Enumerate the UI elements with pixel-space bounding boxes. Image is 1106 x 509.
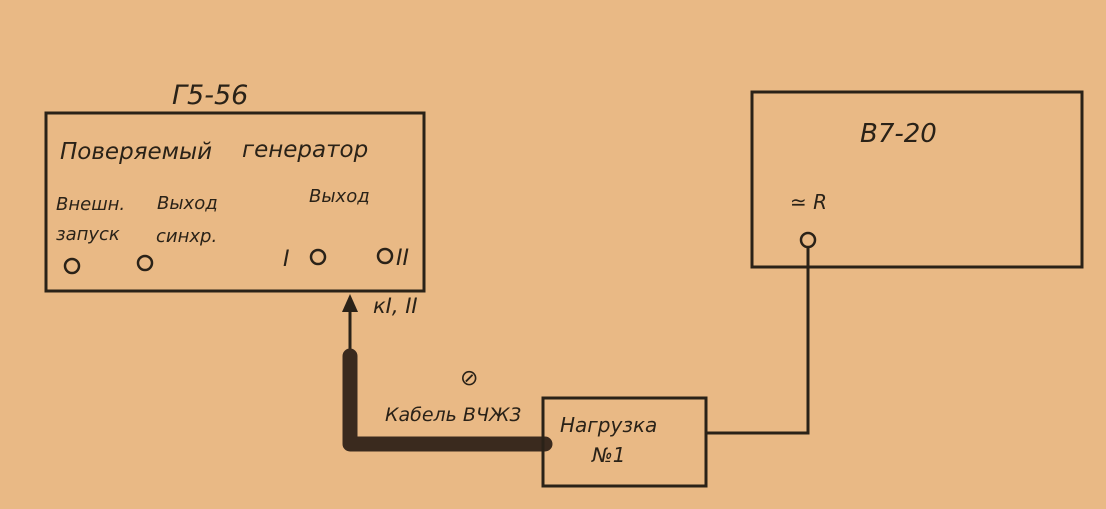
load-box [541,396,708,488]
load-label-line1: Нагрузка [560,413,657,437]
ext-trigger-label-line2: запуск [56,224,120,245]
ext-trigger-terminal [63,257,81,275]
output-one-terminal [309,248,327,266]
output-label: Выход [309,186,370,207]
hf-cable [342,348,553,452]
load-label-line2: №1 [591,443,626,467]
generator-model-label: Г5-56 [172,80,248,111]
voltmeter-model-label: В7-20 [860,119,937,149]
load-block: Нагрузка №1 [541,396,708,488]
generator-title-word2: генератор [242,137,368,163]
output-two-label: II [396,246,409,271]
signal-arrow [342,294,358,352]
ext-trigger-label-line1: Внешн. [56,194,125,215]
voltmeter-terminal-label: ≃ R [790,190,827,214]
generator-block: Г5-56 Поверяемый генератор Внешн. запуск… [44,80,426,293]
connection-label: кI, II [373,294,418,318]
sync-out-label-line2: синхр. [156,226,217,247]
sync-out-terminal [136,254,154,272]
sync-out-label-line1: Выход [157,193,218,214]
voltmeter-input-terminal [799,231,817,249]
voltmeter-block: В7-20 ≃ R [750,90,1084,269]
generator-title-word1: Поверяемый [60,139,212,165]
output-two-terminal [376,247,394,265]
generator-box [44,111,426,293]
measurement-wire [706,248,810,435]
cable-label: Кабель ВЧЖ3 [385,404,522,426]
voltmeter-box [750,90,1084,269]
cable-circle-mark: ⊘ [460,366,478,391]
output-one-label: I [283,247,290,272]
